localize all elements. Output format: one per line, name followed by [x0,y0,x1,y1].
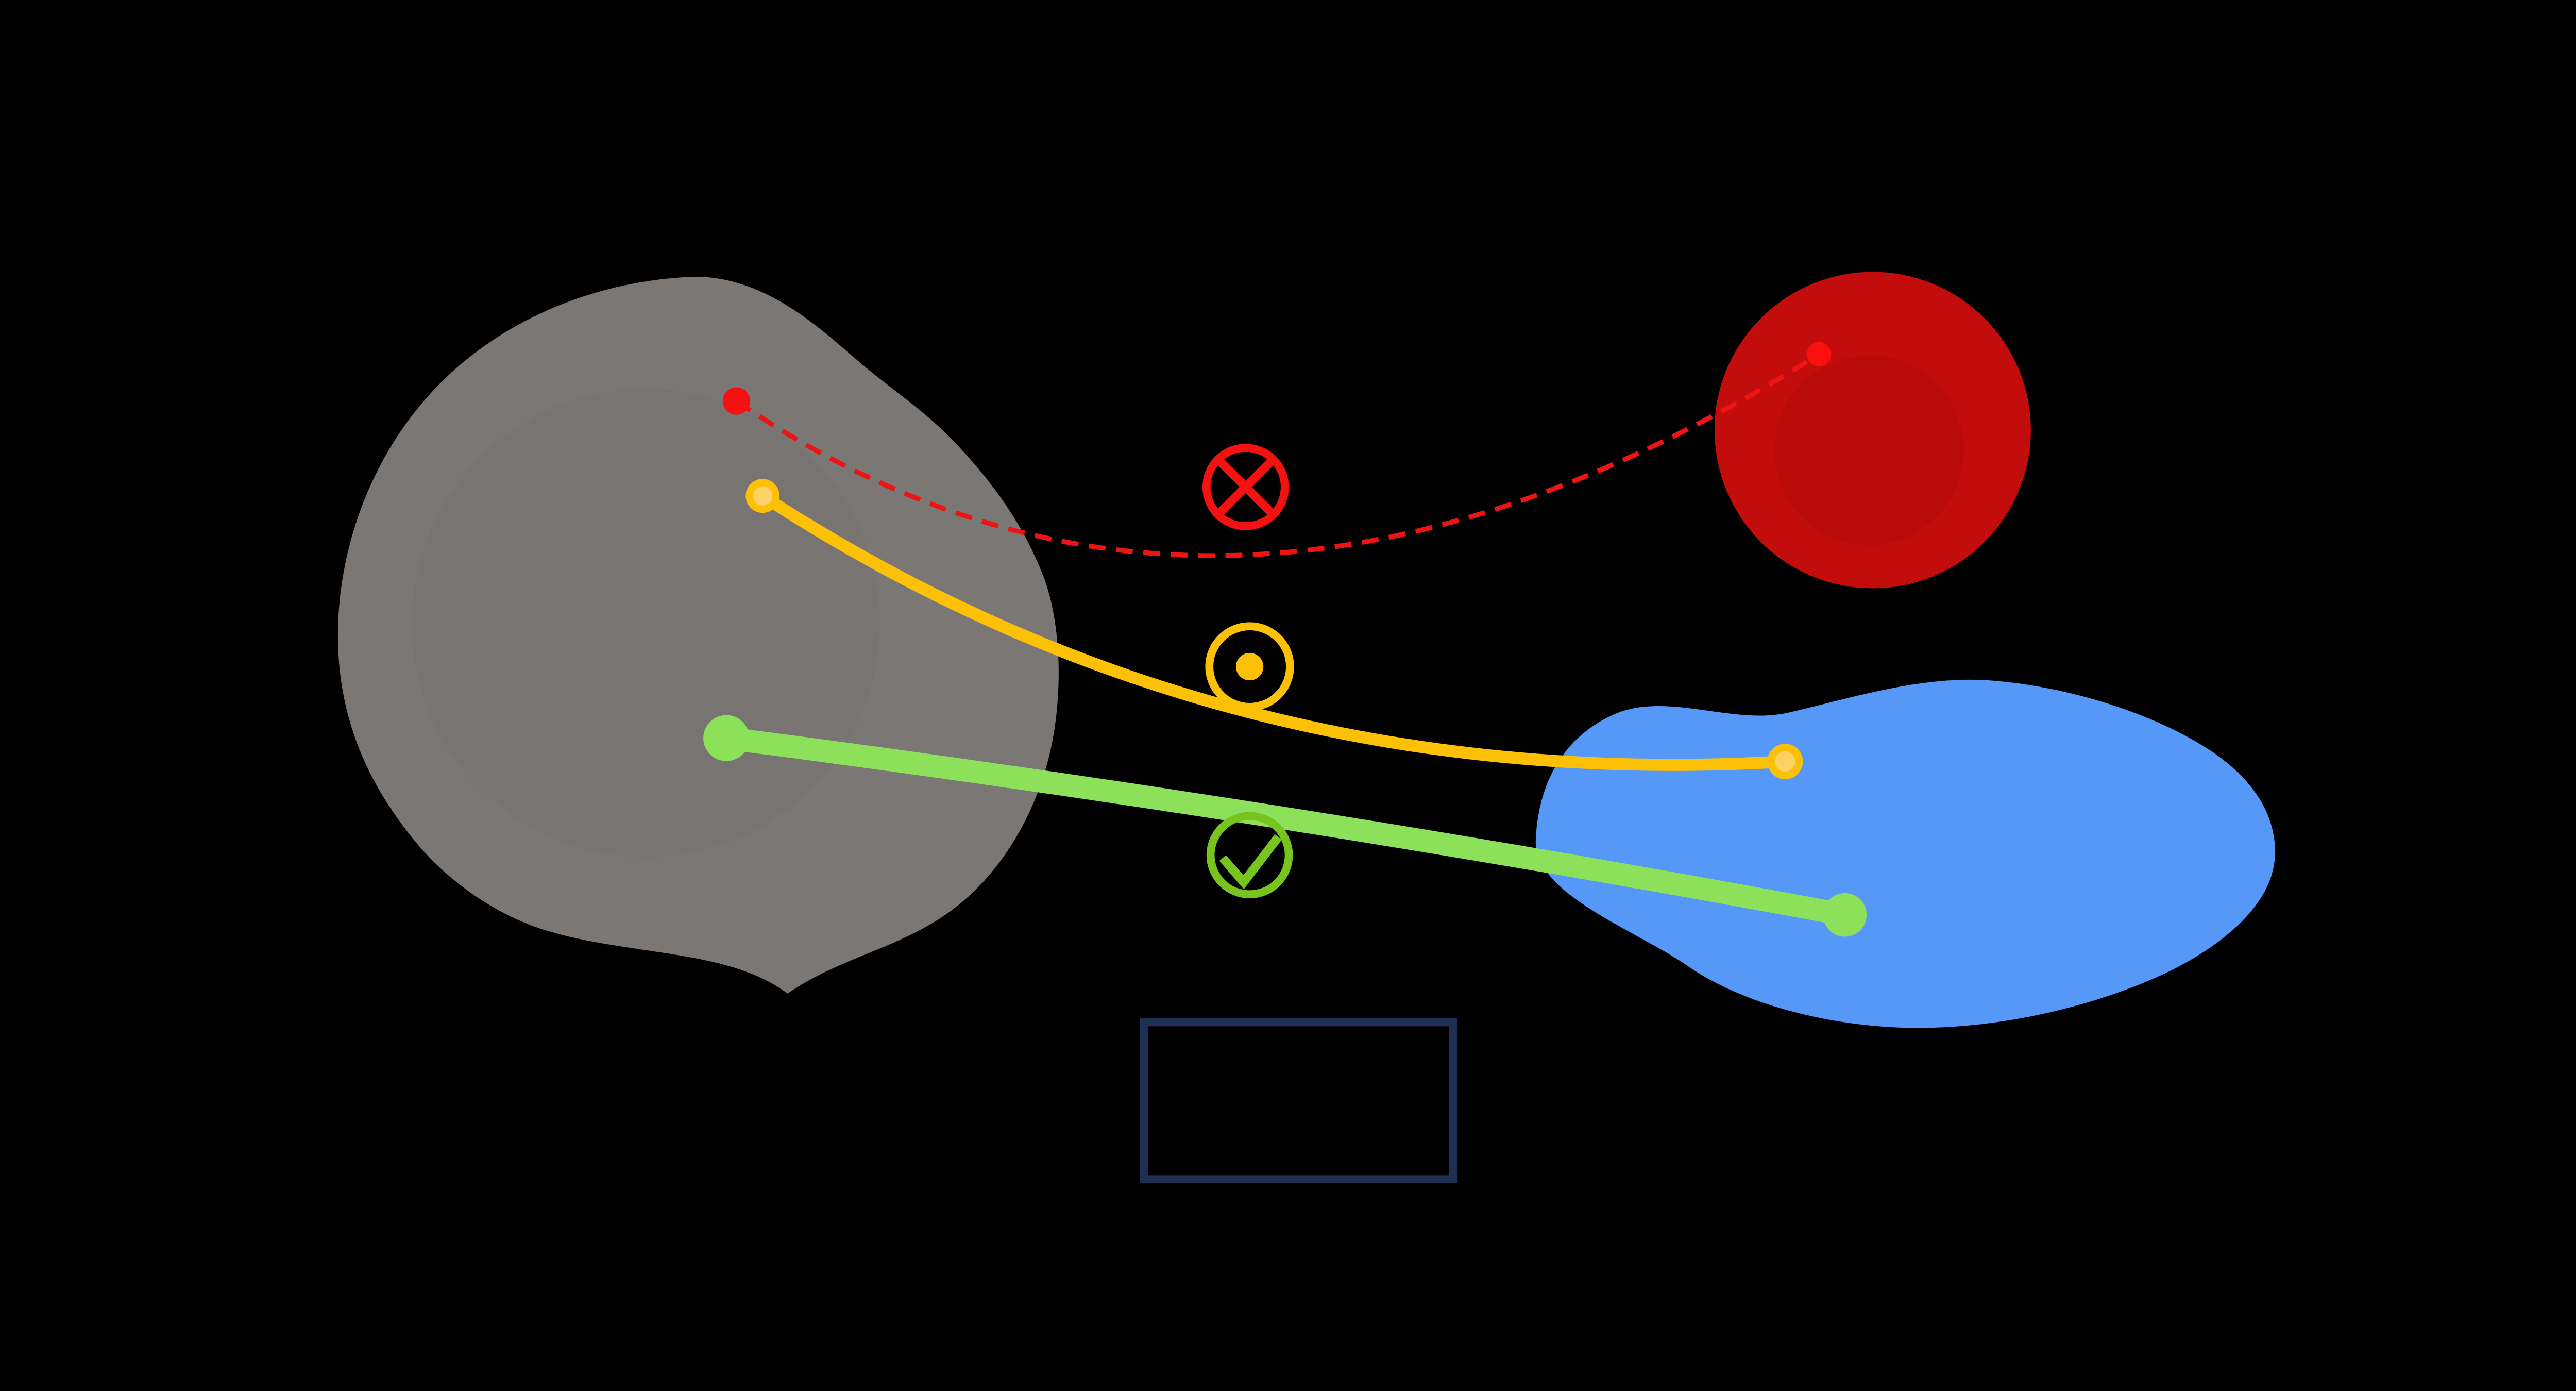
gray-region-inner-shade [411,389,880,858]
green-connection-line[interactable] [724,727,1847,926]
x-circle-icon-stroke-2 [1217,459,1274,515]
amber-connection-endpoint-right-core [1775,751,1795,772]
green-connection-endpoint-left[interactable] [703,715,750,761]
check-circle-icon-ring[interactable] [1206,812,1293,899]
check-circle-icon[interactable] [1206,812,1293,899]
amber-connection-endpoint-left-core [753,486,773,506]
dot-circle-icon[interactable] [1205,622,1294,711]
amber-connection-line[interactable] [759,491,1786,771]
red-connection-endpoint-left[interactable] [722,387,750,415]
selection-rectangle[interactable] [1140,1018,1458,1184]
x-circle-icon[interactable] [1202,444,1289,530]
red-connection-line[interactable] [735,352,1821,558]
amber-connection[interactable] [745,479,1803,780]
red-region-inner-shade [1774,355,1964,545]
green-connection[interactable] [703,715,1867,937]
red-connection[interactable] [722,342,1832,558]
green-connection-endpoint-right[interactable] [1823,893,1867,937]
x-circle-icon-ring[interactable] [1202,444,1289,530]
blue-region-blob[interactable] [1535,679,2275,1028]
dot-circle-icon-dot [1235,652,1264,681]
check-circle-icon-check [1219,834,1282,890]
red-connection-endpoint-right[interactable] [1807,342,1832,366]
dot-circle-icon-ring[interactable] [1205,622,1294,711]
